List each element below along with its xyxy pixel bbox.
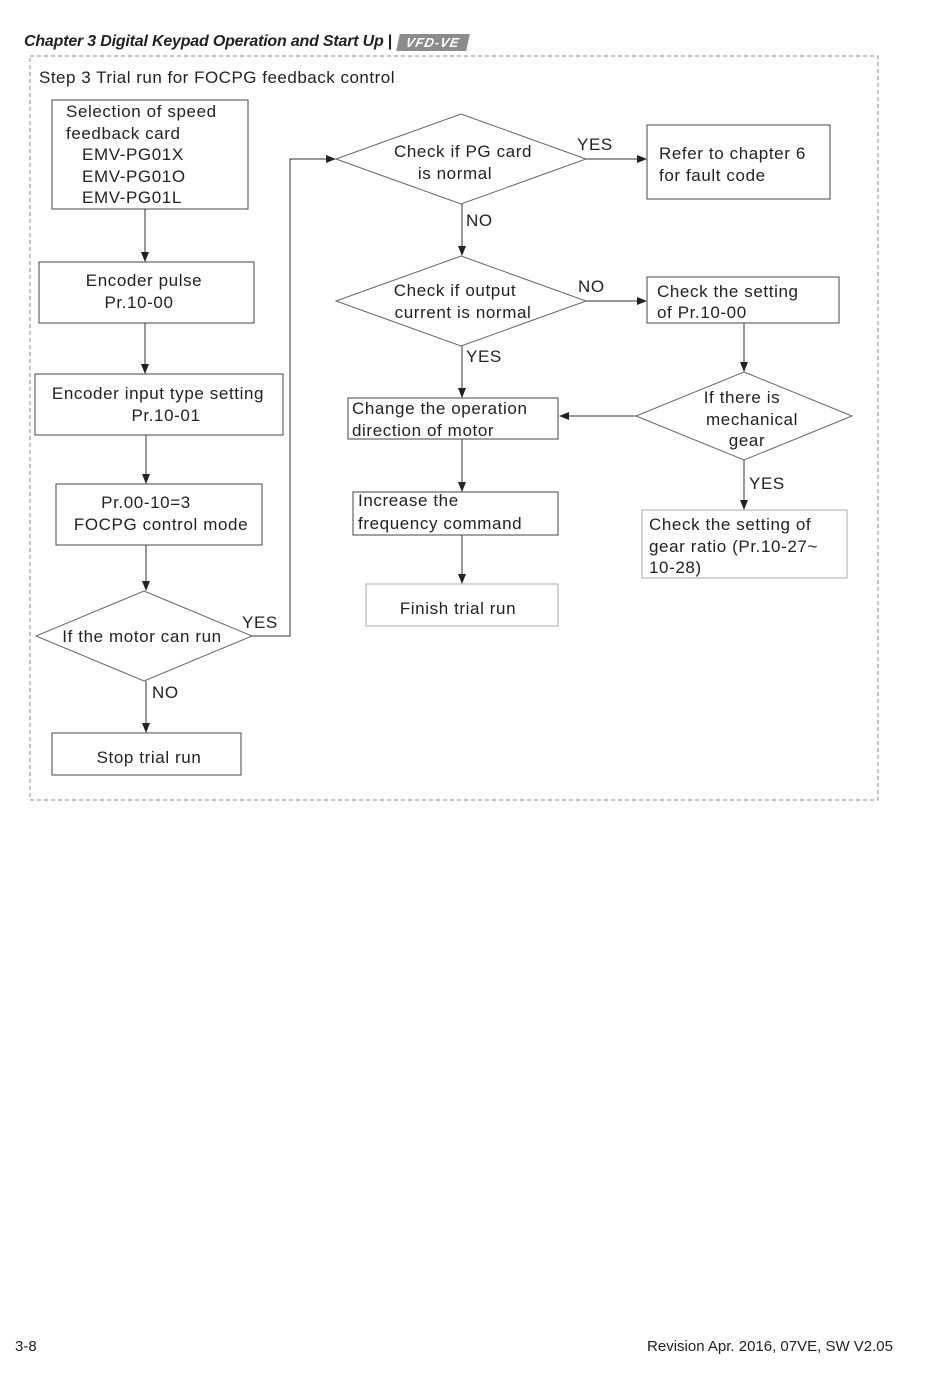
decision-mechanical-gear: If there is mechanical gear [634, 371, 854, 461]
node-label: FOCPG control mode [74, 515, 248, 534]
decision-check-output-current: Check if output current is normal [334, 255, 588, 347]
edge-label-yes: YES [466, 347, 502, 366]
edge-label-yes: YES [577, 135, 613, 154]
header-separator: | [387, 33, 393, 50]
node-label: EMV-PG01O [82, 167, 186, 186]
node-label: Increase the [358, 491, 459, 510]
node-label: If there is [704, 388, 781, 407]
node-label: is normal [418, 164, 492, 183]
edge-label-no: NO [578, 277, 605, 296]
node-increase-frequency: Increase the frequency command [352, 491, 559, 536]
node-label: gear [729, 431, 765, 450]
node-stop-trial: Stop trial run [51, 732, 242, 776]
page-number: 3-8 [15, 1338, 37, 1355]
node-refer-chapter6: Refer to chapter 6 for fault code [646, 124, 831, 200]
edge-label-no: NO [152, 683, 179, 702]
node-label: mechanical [706, 410, 798, 429]
decision-check-pg-card: Check if PG card is normal [334, 113, 588, 205]
node-label: Pr.00-10=3 [101, 493, 191, 512]
node-label: direction of motor [352, 421, 494, 440]
edge-label-yes: YES [749, 474, 785, 493]
node-finish-trial: Finish trial run [365, 583, 559, 627]
node-label: Pr.10-00 [104, 293, 173, 312]
node-check-gear-ratio: Check the setting of gear ratio (Pr.10-2… [641, 509, 848, 579]
node-label: gear ratio (Pr.10-27~ [649, 537, 818, 556]
revision-note: Revision Apr. 2016, 07VE, SW V2.05 [647, 1338, 893, 1355]
step-title: Step 3 Trial run for FOCPG feedback cont… [39, 68, 395, 87]
arrow-motor-yes [252, 155, 336, 637]
node-label: Check the setting of [649, 515, 811, 534]
node-label: EMV-PG01L [82, 188, 182, 207]
node-label: If the motor can run [62, 627, 221, 646]
decision-motor-can-run: If the motor can run [34, 590, 254, 682]
node-label: 10-28) [649, 558, 702, 577]
node-label: feedback card [66, 124, 181, 143]
edge-label-no: NO [466, 211, 493, 230]
node-encoder-input: Encoder input type setting Pr.10-01 [34, 373, 284, 436]
node-change-direction: Change the operation direction of motor [347, 397, 559, 440]
node-label: Selection of speed [66, 102, 217, 121]
node-control-mode: Pr.00-10=3 FOCPG control mode [55, 483, 263, 546]
node-label: current is normal [395, 303, 532, 322]
node-speed-card: Selection of speed feedback card EMV-PG0… [51, 99, 249, 210]
node-label: Encoder pulse [86, 271, 202, 290]
edge-label-yes: YES [242, 613, 278, 632]
node-label: Check the setting [657, 282, 799, 301]
node-label: Change the operation [352, 399, 528, 418]
node-encoder-pulse: Encoder pulse Pr.10-00 [38, 261, 255, 324]
node-label: Stop trial run [97, 748, 202, 767]
chapter-title: Chapter 3 Digital Keypad Operation and S… [24, 33, 384, 50]
node-label: of Pr.10-00 [657, 303, 747, 322]
node-label: Finish trial run [400, 599, 516, 618]
node-label: Check if PG card [394, 142, 532, 161]
step-frame [29, 55, 879, 801]
node-label: Encoder input type setting [52, 384, 264, 403]
node-label: Refer to chapter 6 [659, 144, 806, 163]
node-check-pr1000: Check the setting of Pr.10-00 [646, 276, 840, 324]
node-label: for fault code [659, 166, 766, 185]
node-label: Check if output [394, 281, 516, 300]
node-label: Pr.10-01 [131, 406, 200, 425]
node-label: EMV-PG01X [82, 145, 184, 164]
page-header: Chapter 3 Digital Keypad Operation and S… [24, 30, 470, 54]
node-label: frequency command [358, 514, 522, 533]
